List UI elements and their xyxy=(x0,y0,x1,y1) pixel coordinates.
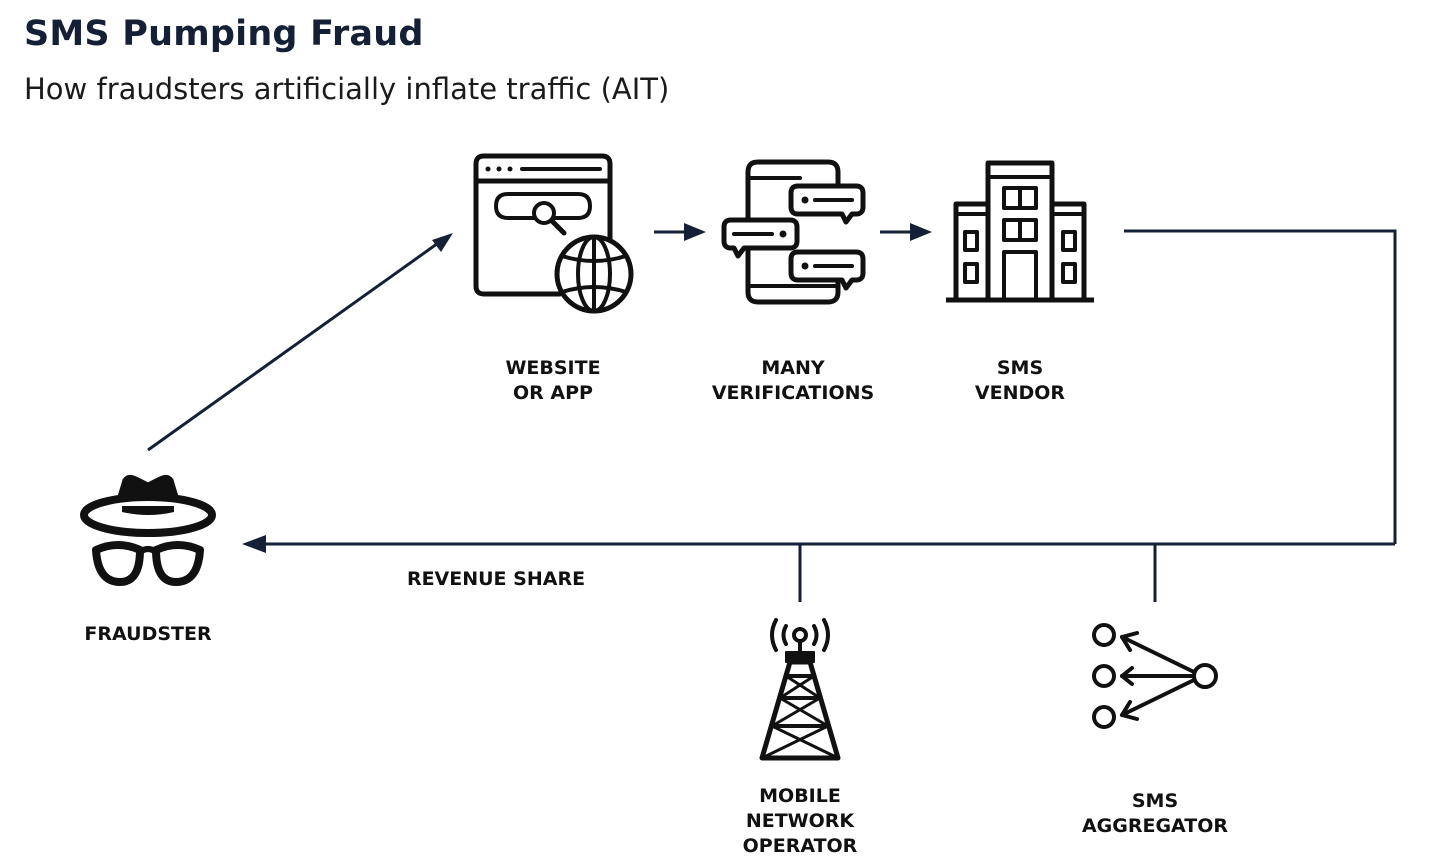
aggregator-label: SMS AGGREGATOR xyxy=(1070,789,1240,839)
operator-label-line3: OPERATOR xyxy=(742,835,858,857)
cell-tower-icon xyxy=(759,618,841,761)
website-label-line1: WEBSITE xyxy=(505,357,601,379)
browser-globe-icon xyxy=(473,153,634,314)
arrow-fraudster-to-website xyxy=(147,234,449,452)
arrowhead-website xyxy=(432,233,453,252)
website-label: WEBSITE OR APP xyxy=(473,356,633,406)
verifications-label: MANY VERIFICATIONS xyxy=(703,356,883,406)
operator-label-line1: MOBILE xyxy=(759,785,841,807)
phone-messages-icon xyxy=(721,159,866,305)
aggregator-label-line2: AGGREGATOR xyxy=(1081,815,1229,837)
vendor-label: SMS VENDOR xyxy=(950,356,1090,406)
revenue-share-label: REVENUE SHARE xyxy=(396,567,596,592)
page-title: SMS Pumping Fraud xyxy=(24,14,424,54)
line-vendor-down xyxy=(1124,229,1397,544)
connectors xyxy=(147,223,1397,602)
spy-icon xyxy=(80,474,216,586)
verifications-label-line2: VERIFICATIONS xyxy=(711,382,875,404)
operator-label: MOBILE NETWORK OPERATOR xyxy=(720,784,880,859)
revenue-share-text: REVENUE SHARE xyxy=(406,568,586,590)
arrowhead-verifications xyxy=(684,223,706,241)
vendor-label-line1: SMS xyxy=(996,357,1044,379)
verifications-label-line1: MANY xyxy=(761,357,825,379)
aggregator-label-line1: SMS xyxy=(1131,790,1179,812)
arrowhead-vendor xyxy=(910,223,932,241)
fraudster-label-line1: FRAUDSTER xyxy=(84,623,212,645)
fraudster-label: FRAUDSTER xyxy=(68,622,228,647)
building-icon xyxy=(946,160,1094,303)
network-nodes-icon xyxy=(1092,623,1218,729)
vendor-label-line2: VENDOR xyxy=(974,382,1066,404)
page-subtitle: How fraudsters artificially inflate traf… xyxy=(24,72,670,106)
website-label-line2: OR APP xyxy=(513,382,593,404)
arrowhead-fraudster xyxy=(242,535,266,553)
operator-label-line2: NETWORK xyxy=(745,810,855,832)
